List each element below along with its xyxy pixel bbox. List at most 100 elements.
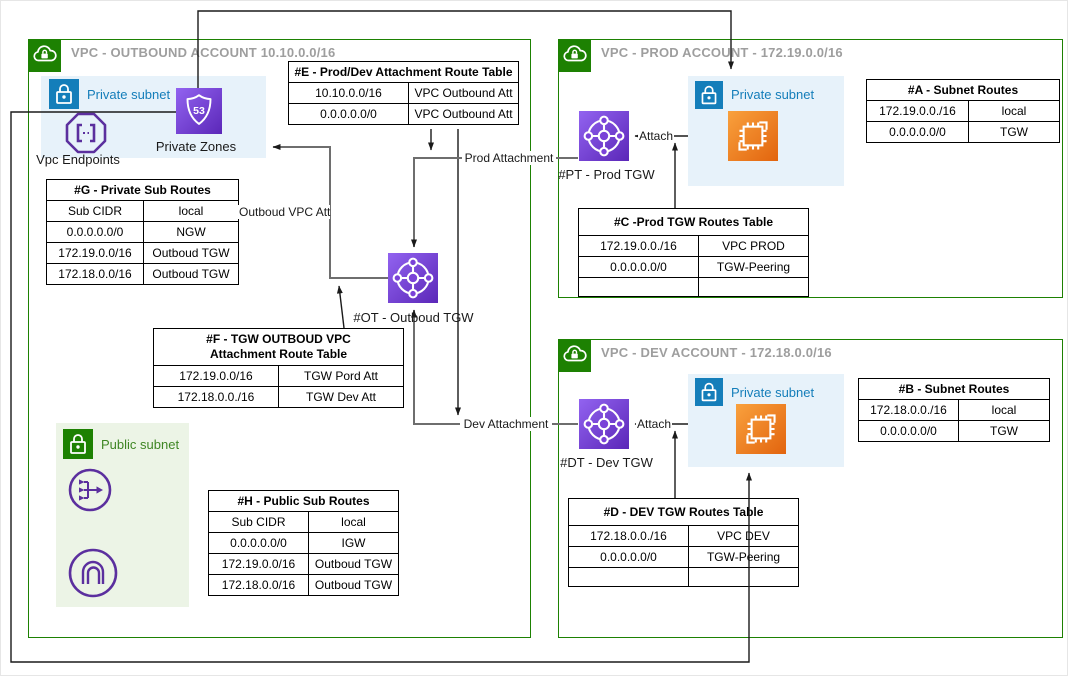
route-cell: Outboud TGW	[307, 574, 400, 596]
route-cell	[568, 567, 689, 587]
route-cell: 0.0.0.0.0/0	[568, 546, 689, 568]
route-cell: 172.19.0.0/16	[208, 553, 309, 575]
route-cell: Outboud TGW	[142, 263, 240, 285]
dev-ec2-instance-icon	[736, 404, 786, 454]
route-cell: VPC DEV	[687, 525, 800, 547]
dev-tgw-icon	[579, 399, 629, 449]
outbound-private-subnet-label: Private subnet	[87, 87, 171, 102]
private-zones-label: Private Zones	[155, 139, 237, 154]
route-table-d-title: #D - DEV TGW Routes Table	[567, 498, 800, 526]
route-table-c: #C -Prod TGW Routes Table 172.19.0.0./16…	[578, 208, 809, 297]
table-row	[568, 567, 800, 587]
route-cell: NGW	[142, 221, 240, 243]
route-cell: 10.10.0.0/16	[288, 82, 409, 104]
route-cell: TGW-Peering	[698, 256, 809, 278]
route-cell: VPC Outbound Att	[407, 82, 520, 104]
outbound-tgw-label: #OT - Outboud TGW	[353, 310, 474, 325]
route-cell: local	[957, 399, 1051, 421]
route-cell: local	[307, 511, 400, 533]
route-cell: 172.18.0.0./16	[568, 525, 689, 547]
prod-ec2-instance-icon	[728, 111, 778, 161]
route-cell: Outboud TGW	[142, 242, 240, 264]
route-cell: TGW-Peering	[687, 546, 800, 568]
route-cell	[578, 277, 699, 297]
route-cell: 172.19.0.0/16	[153, 365, 279, 387]
route-cell: TGW	[967, 121, 1061, 143]
prod-attachment-label: Prod Attachment	[462, 151, 556, 165]
vpc-dev-title: VPC - DEV ACCOUNT - 172.18.0.0/16	[601, 345, 832, 360]
dev-attach-label: Attach	[636, 417, 672, 431]
route-table-f-title: #F - TGW OUTBOUD VPC Attachment Route Ta…	[152, 328, 405, 366]
private-subnet-lock-icon	[695, 378, 723, 411]
route-cell: 0.0.0.0.0/0	[866, 121, 969, 143]
outbound-tgw-icon	[388, 253, 438, 303]
route-table-f-title-line1: #F - TGW OUTBOUD VPC	[206, 332, 351, 346]
route-cell: VPC PROD	[698, 235, 809, 257]
vpc-prod-title: VPC - PROD ACCOUNT - 172.19.0.0/16	[601, 45, 843, 60]
route-cell: VPC Outbound Att	[407, 103, 520, 125]
route-table-b-title: #B - Subnet Routes	[857, 378, 1051, 400]
private-subnet-lock-icon	[49, 79, 79, 114]
route-table-d: #D - DEV TGW Routes Table 172.18.0.0./16…	[567, 498, 800, 587]
route-cell	[687, 567, 800, 587]
route-cell: 0.0.0.0.0/0	[858, 420, 959, 442]
dev-tgw-label: #DT - Dev TGW	[560, 455, 653, 470]
prod-attach-label: Attach	[638, 129, 674, 143]
dev-attachment-label: Dev Attachment	[460, 417, 552, 431]
nat-gateway-icon	[67, 467, 113, 513]
route-cell: 172.18.0.0/16	[46, 263, 144, 285]
route-cell: local	[142, 200, 240, 222]
vpc-endpoints-icon	[64, 111, 108, 155]
route-table-f: #F - TGW OUTBOUD VPC Attachment Route Ta…	[152, 328, 405, 408]
outbound-public-subnet-label: Public subnet	[101, 437, 180, 452]
route53-private-zones-icon: 53	[176, 88, 222, 134]
route-cell: 172.18.0.0./16	[858, 399, 959, 421]
vpc-cloud-icon	[558, 39, 591, 72]
internet-gateway-icon	[67, 547, 119, 599]
table-row	[578, 277, 809, 297]
route-table-a-title: #A - Subnet Routes	[865, 79, 1061, 101]
dev-private-subnet-label: Private subnet	[731, 385, 815, 400]
route-cell: 172.18.0.0/16	[208, 574, 309, 596]
svg-text:53: 53	[193, 105, 205, 117]
vpc-cloud-icon	[558, 339, 591, 372]
vpc-endpoints-label: Vpc Endpoints	[36, 152, 120, 167]
public-subnet-lock-icon	[63, 429, 93, 464]
route-cell: 172.19.0.0/16	[46, 242, 144, 264]
route-table-g-title: #G - Private Sub Routes	[45, 179, 240, 201]
outboud-vpc-att-label: Outboud VPC Att	[238, 205, 331, 219]
prod-tgw-label: #PT - Prod TGW	[558, 167, 655, 182]
route-cell: 0.0.0.0.0/0	[288, 103, 409, 125]
route-cell	[698, 277, 809, 297]
vpc-cloud-icon	[28, 39, 61, 72]
route-table-e: #E - Prod/Dev Attachment Route Table 10.…	[287, 61, 520, 125]
vpc-outbound-title: VPC - OUTBOUND ACCOUNT 10.10.0.0/16	[71, 45, 336, 60]
route-cell: TGW Dev Att	[277, 386, 405, 408]
route-cell: Sub CIDR	[46, 200, 144, 222]
private-subnet-lock-icon	[695, 81, 723, 114]
route-cell: Sub CIDR	[208, 511, 309, 533]
